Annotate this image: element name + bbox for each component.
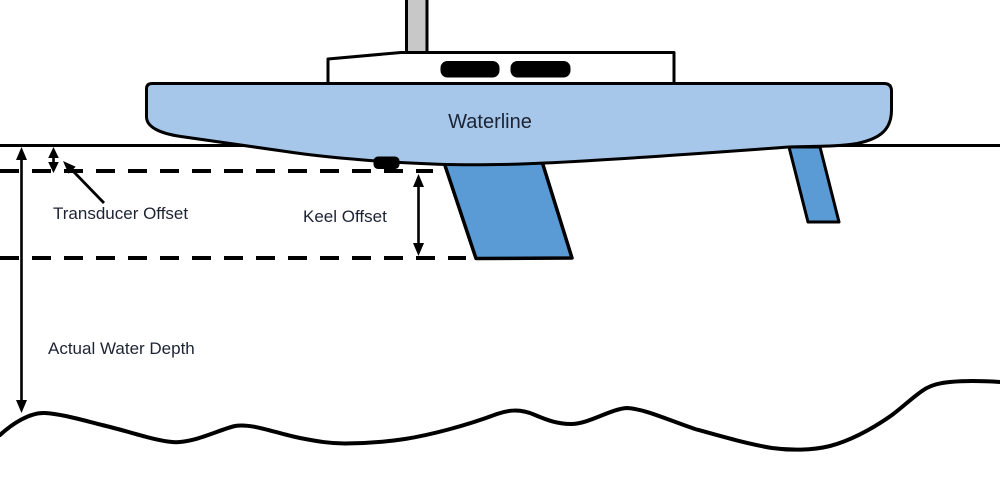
- transducer: [373, 156, 400, 169]
- keel-offset-arrow: [413, 174, 424, 256]
- rudder: [787, 145, 841, 224]
- cabin-window-left: [440, 61, 500, 78]
- actual-water-depth-arrow: [16, 147, 27, 413]
- transducer-offset-label: Transducer Offset: [53, 204, 189, 223]
- cabin: [326, 51, 676, 86]
- seafloor-line: [0, 379, 1000, 452]
- keel: [442, 159, 574, 261]
- transducer-offset-arrow: [48, 147, 59, 173]
- cabin-window-right: [510, 61, 571, 78]
- hull: [145, 82, 893, 167]
- waterline-label: Waterline: [448, 111, 532, 133]
- keel-offset-label: Keel Offset: [303, 207, 387, 226]
- actual-water-depth-label: Actual Water Depth: [48, 339, 195, 358]
- transducer-offset-pointer-arrow: [63, 161, 106, 204]
- mast: [405, 0, 429, 59]
